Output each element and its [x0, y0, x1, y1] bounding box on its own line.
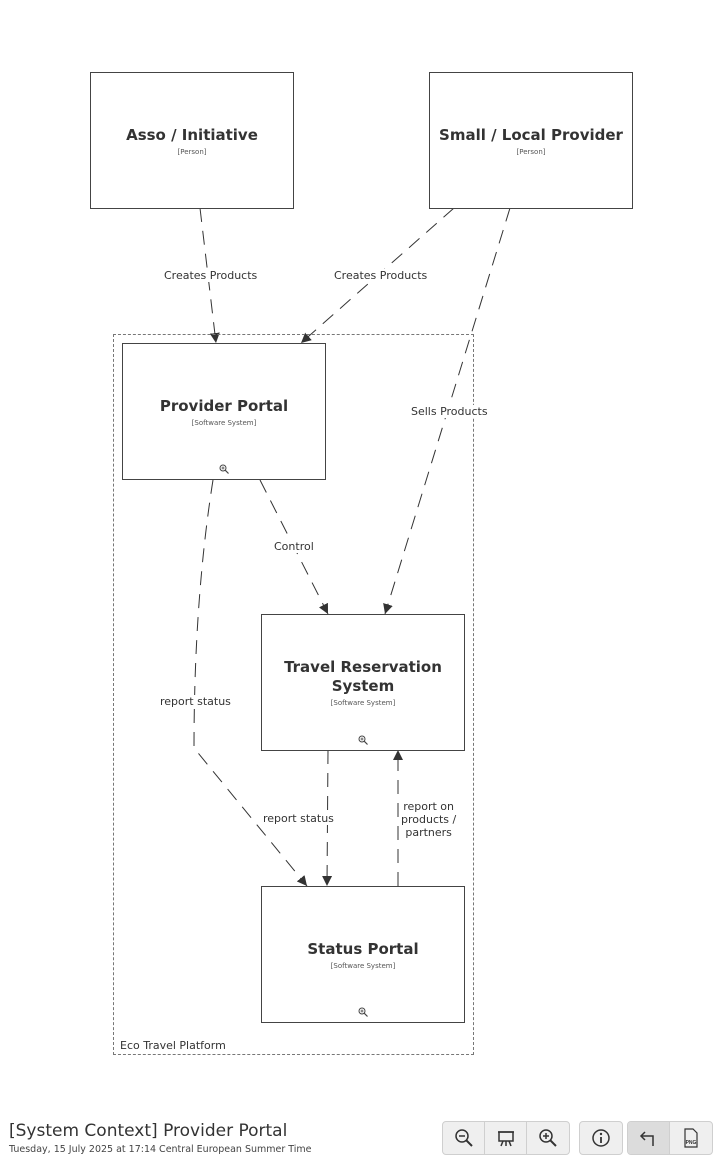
zoom-in-icon — [539, 1129, 557, 1147]
node-title: Asso / Initiative — [126, 125, 258, 144]
node-title: Status Portal — [307, 939, 419, 958]
boundary-label: Eco Travel Platform — [120, 1039, 226, 1052]
node-type: [Software System] — [330, 699, 396, 707]
zoom-in-button[interactable] — [527, 1122, 569, 1154]
node-small-local-provider[interactable]: Small / Local Provider [Person] — [429, 72, 633, 209]
node-status-portal[interactable]: Status Portal [Software System] — [261, 886, 465, 1023]
zoom-icon[interactable] — [358, 735, 368, 745]
edge-label-sells: Sells Products — [411, 405, 488, 418]
node-asso-initiative[interactable]: Asso / Initiative [Person] — [90, 72, 294, 209]
edge-label-report-status-left: report status — [160, 695, 231, 708]
png-export-icon: PNG — [684, 1128, 698, 1148]
fit-to-view-button[interactable] — [485, 1122, 527, 1154]
edge-label-report-status-mid: report status — [263, 812, 334, 825]
zoom-icon[interactable] — [358, 1007, 368, 1017]
diagram-title: [System Context] Provider Portal — [9, 1121, 288, 1141]
eco-travel-platform-boundary — [113, 334, 474, 1055]
edge-label-report-on: report on products / partners — [401, 800, 457, 839]
node-provider-portal[interactable]: Provider Portal [Software System] — [122, 343, 326, 480]
svg-text:PNG: PNG — [686, 1140, 697, 1146]
zoom-out-icon — [454, 1129, 473, 1147]
zoom-icon[interactable] — [219, 464, 229, 474]
node-type: [Software System] — [330, 961, 396, 970]
back-button[interactable] — [628, 1122, 670, 1154]
node-title: Small / Local Provider — [439, 125, 623, 144]
node-title: Travel Reservation System — [284, 658, 442, 695]
zoom-toolbar — [442, 1121, 570, 1155]
diagram-date: Tuesday, 15 July 2025 at 17:14 Central E… — [9, 1144, 312, 1155]
node-type: [Person] — [516, 147, 546, 156]
png-export-button[interactable]: PNG — [670, 1122, 712, 1154]
edge-provider-to-status[interactable] — [193, 479, 308, 887]
export-toolbar: PNG — [627, 1121, 713, 1155]
info-button[interactable] — [580, 1122, 622, 1154]
info-icon — [592, 1129, 610, 1147]
node-type: [Software System] — [191, 418, 257, 427]
info-toolbar — [579, 1121, 623, 1155]
presentation-icon — [497, 1131, 514, 1147]
edge-label-control: Control — [274, 540, 314, 553]
node-travel-reservation-system[interactable]: Travel Reservation System [Software Syst… — [261, 614, 465, 751]
zoom-out-button[interactable] — [443, 1122, 485, 1154]
node-type: [Person] — [177, 147, 207, 156]
back-arrow-icon — [639, 1131, 654, 1146]
node-title: Provider Portal — [159, 396, 289, 415]
edge-label-asso-creates: Creates Products — [164, 269, 258, 282]
edge-label-local-creates: Creates Products — [334, 269, 428, 282]
